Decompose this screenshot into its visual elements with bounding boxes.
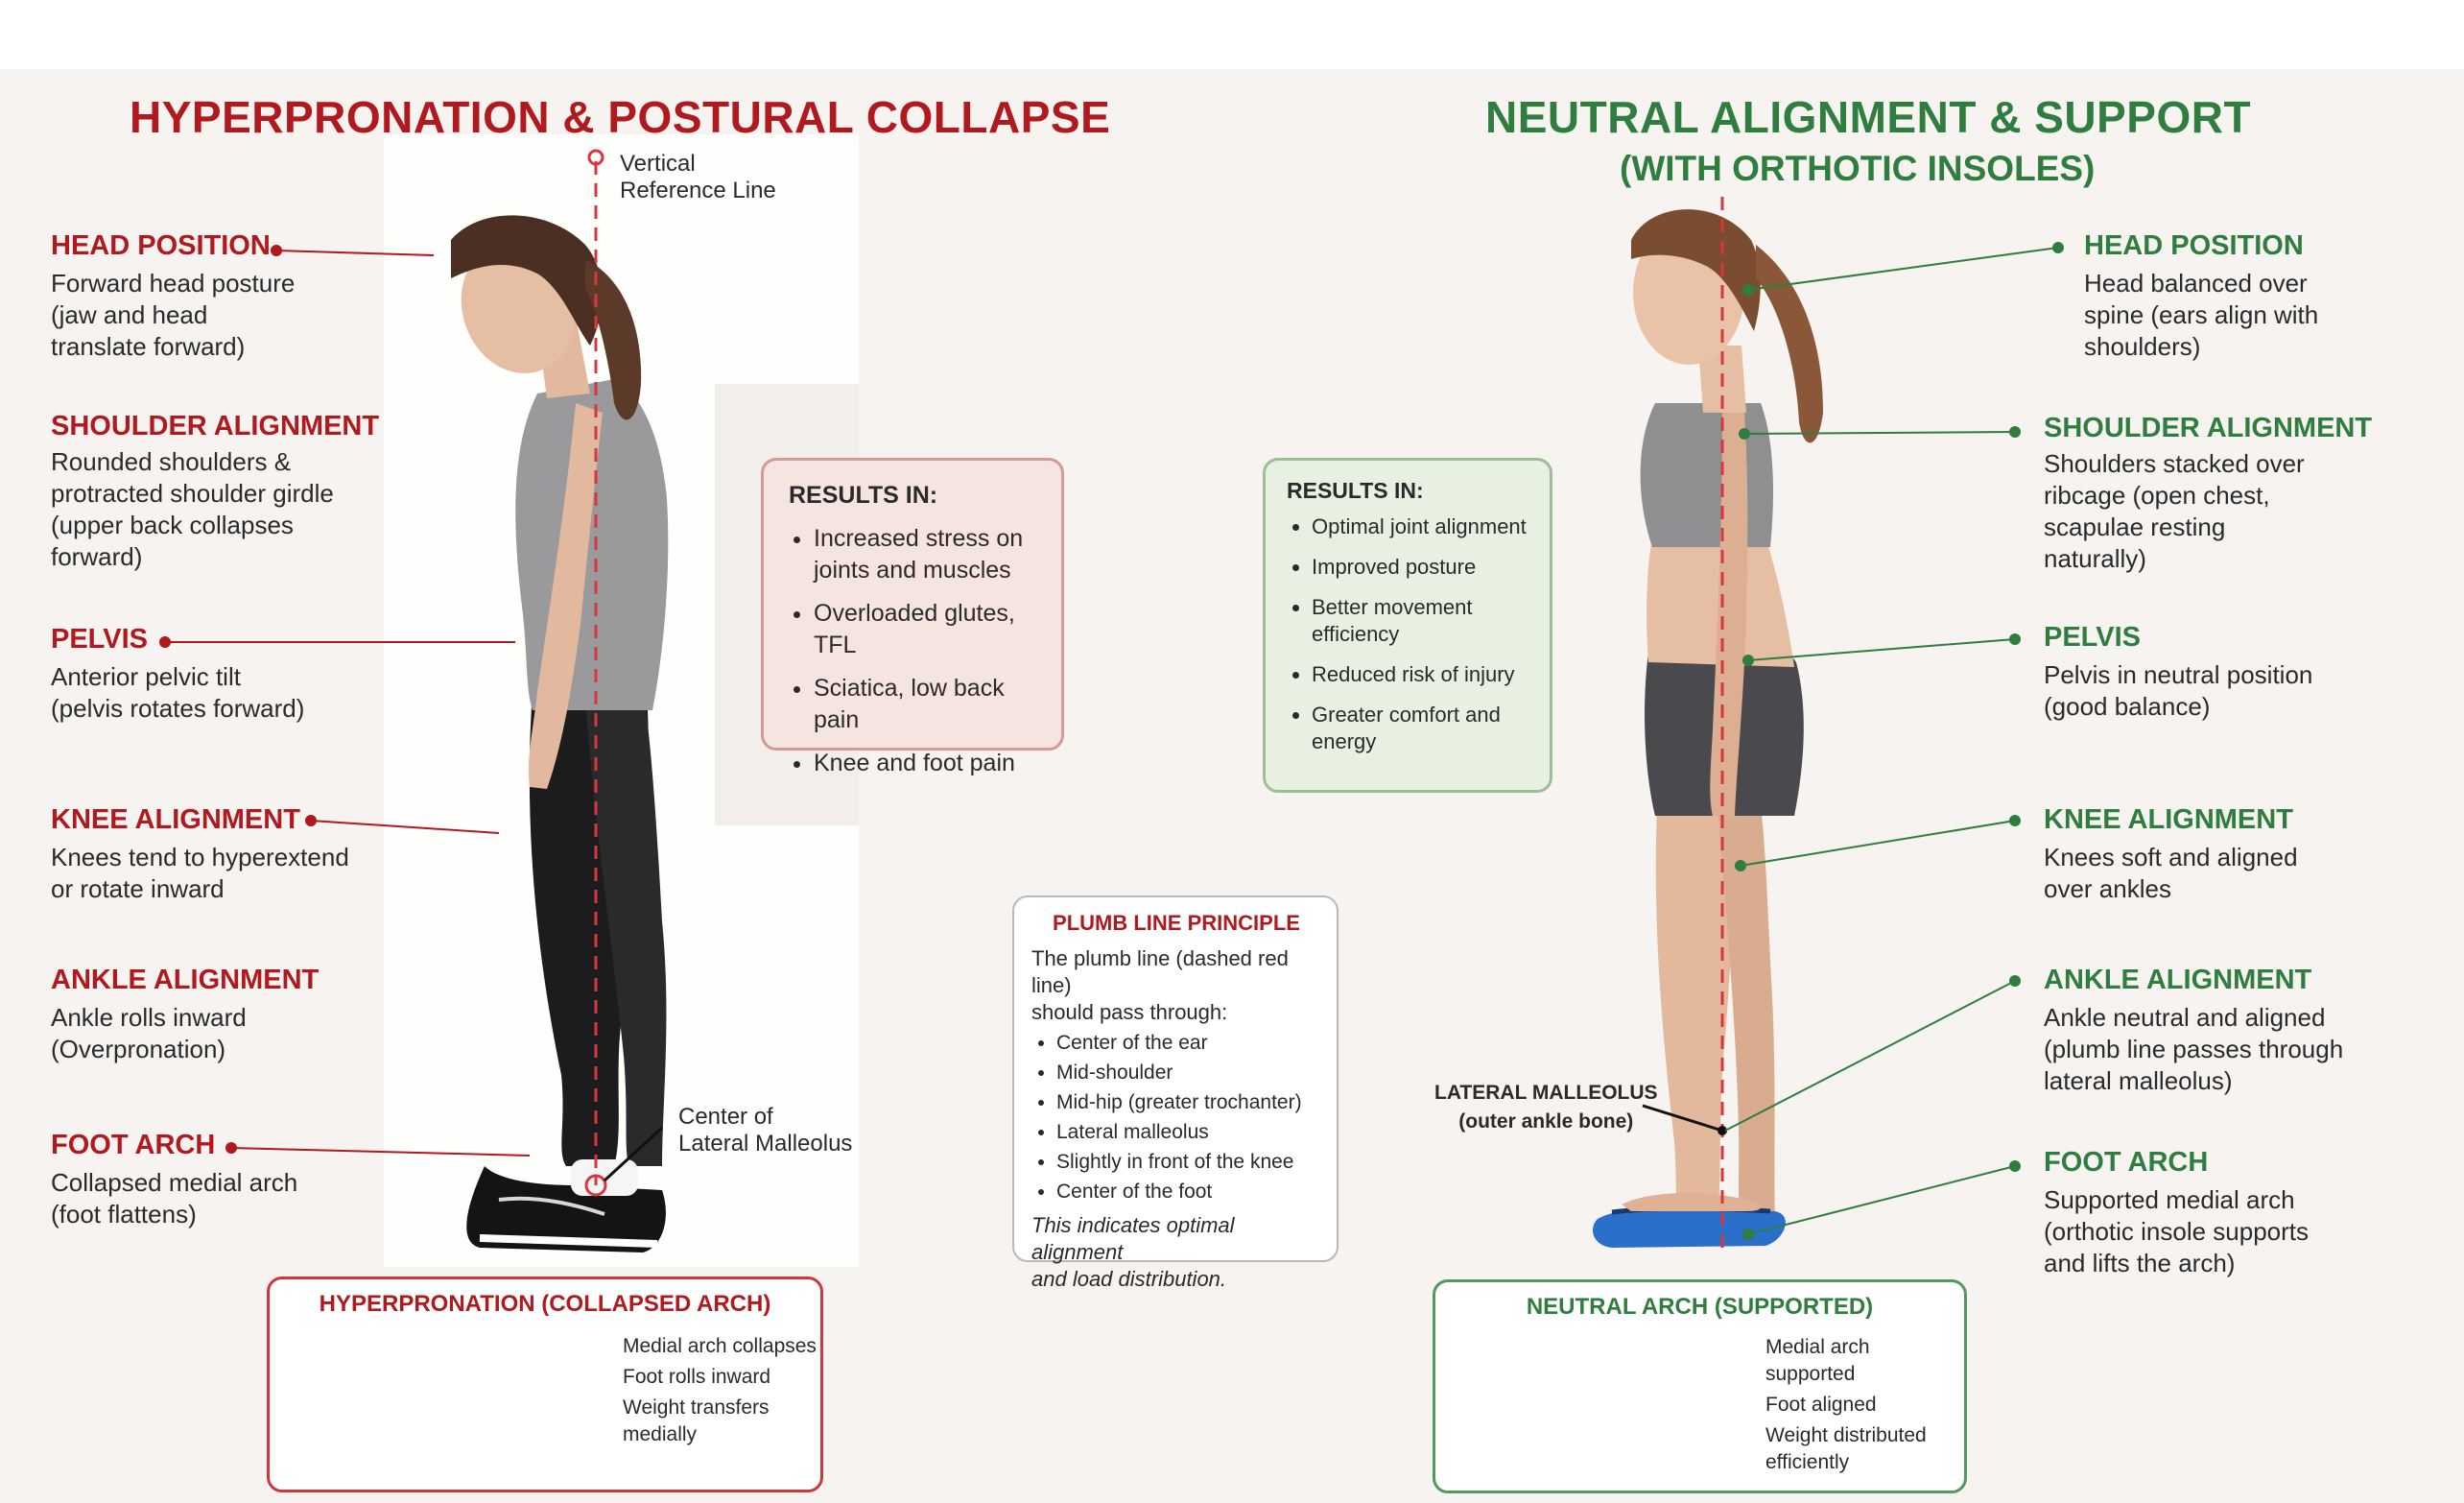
arch-box-lines: Medial arch collapses Foot rolls inward …	[623, 1333, 817, 1448]
right-legs	[1655, 787, 1735, 1214]
label-desc: Ankle neutral and aligned (plumb line pa…	[2044, 1003, 2344, 1095]
plumb-note: This indicates optimal alignment and loa…	[1031, 1213, 1235, 1291]
label-desc: Head balanced over spine (ears align wit…	[2084, 269, 2319, 361]
left-label-foot-arch: FOOT ARCH Collapsed medial arch (foot fl…	[51, 1130, 297, 1230]
right-title: NEUTRAL ALIGNMENT & SUPPORT	[1485, 92, 2252, 142]
label-desc: Collapsed medial arch (foot flattens)	[51, 1168, 298, 1229]
label-desc: Shoulders stacked over ribcage (open che…	[2044, 449, 2305, 573]
plumb-item: Lateral malleolus	[1056, 1119, 1321, 1145]
plumb-line-principle-box: PLUMB LINE PRINCIPLE The plumb line (das…	[1012, 895, 1339, 1291]
results-title: RESULTS IN:	[1287, 478, 1424, 503]
arch-box-title: HYPERPRONATION (COLLAPSED ARCH)	[319, 1291, 771, 1317]
left-results-box: RESULTS IN: Increased stress on joints a…	[761, 458, 1064, 776]
label-title: ANKLE ALIGNMENT	[2044, 965, 2312, 995]
plumb-item: Center of the ear	[1056, 1030, 1321, 1056]
left-label-ankle: ANKLE ALIGNMENT Ankle rolls inward (Over…	[51, 965, 319, 1065]
arch-line: Medial arch collapses	[623, 1335, 817, 1357]
results-list: Increased stress on joints and muscles O…	[789, 523, 1040, 779]
results-item: Improved posture	[1312, 554, 1532, 581]
arch-line: Foot rolls inward	[623, 1366, 771, 1388]
label-title: KNEE ALIGNMENT	[2044, 804, 2293, 835]
right-label-foot-arch: FOOT ARCH Supported medial arch (orthoti…	[2044, 1147, 2309, 1279]
plumb-title: PLUMB LINE PRINCIPLE	[1053, 911, 1300, 935]
right-figure	[1593, 209, 1823, 1248]
plumb-list: Center of the ear Mid-shoulder Mid-hip (…	[1031, 1030, 1321, 1205]
label-title: HEAD POSITION	[51, 230, 271, 261]
right-subtitle: (WITH ORTHOTIC INSOLES)	[1620, 149, 2096, 188]
results-list: Optimal joint alignment Improved posture…	[1287, 513, 1532, 755]
label-desc: Pelvis in neutral position (good balance…	[2044, 660, 2313, 721]
right-results-box: RESULTS IN: Optimal joint alignment Impr…	[1263, 458, 1552, 793]
left-arch-box: HYPERPRONATION (COLLAPSED ARCH) Medial a…	[267, 1276, 823, 1492]
arch-line: Foot aligned	[1765, 1394, 1877, 1416]
label-title: PELVIS	[2044, 622, 2141, 653]
right-label-head: HEAD POSITION Head balanced over spine (…	[2084, 230, 2318, 363]
left-malleolus-label: Center of Lateral Malleolus	[678, 1104, 853, 1157]
results-item: Greater comfort and energy	[1312, 702, 1532, 755]
results-item: Sciatica, low back pain	[814, 673, 1040, 736]
left-hair	[451, 215, 603, 346]
right-insoles	[1593, 1207, 1786, 1248]
label-desc: Rounded shoulders & protracted shoulder …	[51, 447, 334, 571]
plumb-item: Mid-shoulder	[1056, 1060, 1321, 1086]
arch-box-title: NEUTRAL ARCH (SUPPORTED)	[1526, 1294, 1874, 1320]
right-hair	[1631, 209, 1761, 331]
label-title: FOOT ARCH	[51, 1130, 216, 1160]
arch-line: Weight transfers medially	[623, 1396, 770, 1445]
results-item: Reduced risk of injury	[1312, 661, 1532, 688]
results-item: Better movement efficiency	[1312, 594, 1532, 648]
plumb-item: Slightly in front of the knee	[1056, 1149, 1321, 1175]
label-title: KNEE ALIGNMENT	[51, 804, 300, 835]
right-arch-box: NEUTRAL ARCH (SUPPORTED) Medial arch sup…	[1433, 1279, 1967, 1493]
results-item: Optimal joint alignment	[1312, 513, 1532, 540]
left-label-shoulder: SHOULDER ALIGNMENT Rounded shoulders & p…	[51, 411, 379, 573]
label-desc: Anterior pelvic tilt (pelvis rotates for…	[51, 662, 305, 723]
right-leader-lines	[1724, 242, 2064, 1240]
left-label-pelvis: PELVIS Anterior pelvic tilt (pelvis rota…	[51, 624, 304, 725]
right-label-shoulder: SHOULDER ALIGNMENT Shoulders stacked ove…	[2044, 413, 2372, 575]
arch-box-lines: Medial arch supported Foot aligned Weigh…	[1765, 1334, 1964, 1476]
label-title: FOOT ARCH	[2044, 1147, 2209, 1178]
right-malleolus-label: LATERAL MALLEOLUS (outer ankle bone)	[1434, 1082, 1658, 1133]
left-label-knee: KNEE ALIGNMENT Knees tend to hyperextend…	[51, 804, 349, 905]
right-arm	[1710, 413, 1748, 816]
left-leader-lines	[159, 245, 531, 1157]
right-label-knee: KNEE ALIGNMENT Knees soft and aligned ov…	[2044, 804, 2298, 905]
label-title: ANKLE ALIGNMENT	[51, 965, 320, 995]
arch-line: Medial arch supported	[1765, 1336, 1870, 1385]
plumb-intro: The plumb line (dashed red line) should …	[1031, 946, 1289, 1024]
label-title: PELVIS	[51, 624, 148, 655]
plumb-item: Mid-hip (greater trochanter)	[1056, 1089, 1321, 1115]
label-title: SHOULDER ALIGNMENT	[2044, 413, 2373, 443]
plumb-item: Center of the foot	[1056, 1179, 1321, 1205]
label-desc: Supported medial arch (orthotic insole s…	[2044, 1185, 2310, 1277]
label-desc: Knees soft and aligned over ankles	[2044, 843, 2298, 903]
vertical-reference-label: Vertical Reference Line	[620, 151, 776, 203]
left-figure	[451, 215, 669, 1252]
label-desc: Knees tend to hyperextend or rotate inwa…	[51, 843, 349, 903]
left-arm	[528, 403, 603, 789]
label-desc: Ankle rolls inward (Overpronation)	[51, 1003, 247, 1063]
right-sports-bra	[1640, 403, 1773, 547]
right-label-pelvis: PELVIS Pelvis in neutral position (good …	[2044, 622, 2312, 723]
results-item: Knee and foot pain	[814, 748, 1040, 779]
left-title: HYPERPRONATION & POSTURAL COLLAPSE	[130, 92, 1111, 142]
results-item: Increased stress on joints and muscles	[814, 523, 1040, 586]
results-title: RESULTS IN:	[789, 482, 938, 509]
label-title: HEAD POSITION	[2084, 230, 2304, 261]
left-malleolus-pointer	[603, 1126, 664, 1182]
right-label-ankle: ANKLE ALIGNMENT Ankle neutral and aligne…	[2044, 965, 2343, 1097]
right-malleolus-pointer	[1642, 1104, 1723, 1133]
label-desc: Forward head posture (jaw and head trans…	[51, 269, 296, 361]
results-item: Overloaded glutes, TFL	[814, 598, 1040, 661]
label-title: SHOULDER ALIGNMENT	[51, 411, 380, 441]
arch-line: Weight distributed efficiently	[1765, 1424, 1927, 1473]
left-label-head: HEAD POSITION Forward head posture (jaw …	[51, 230, 295, 363]
